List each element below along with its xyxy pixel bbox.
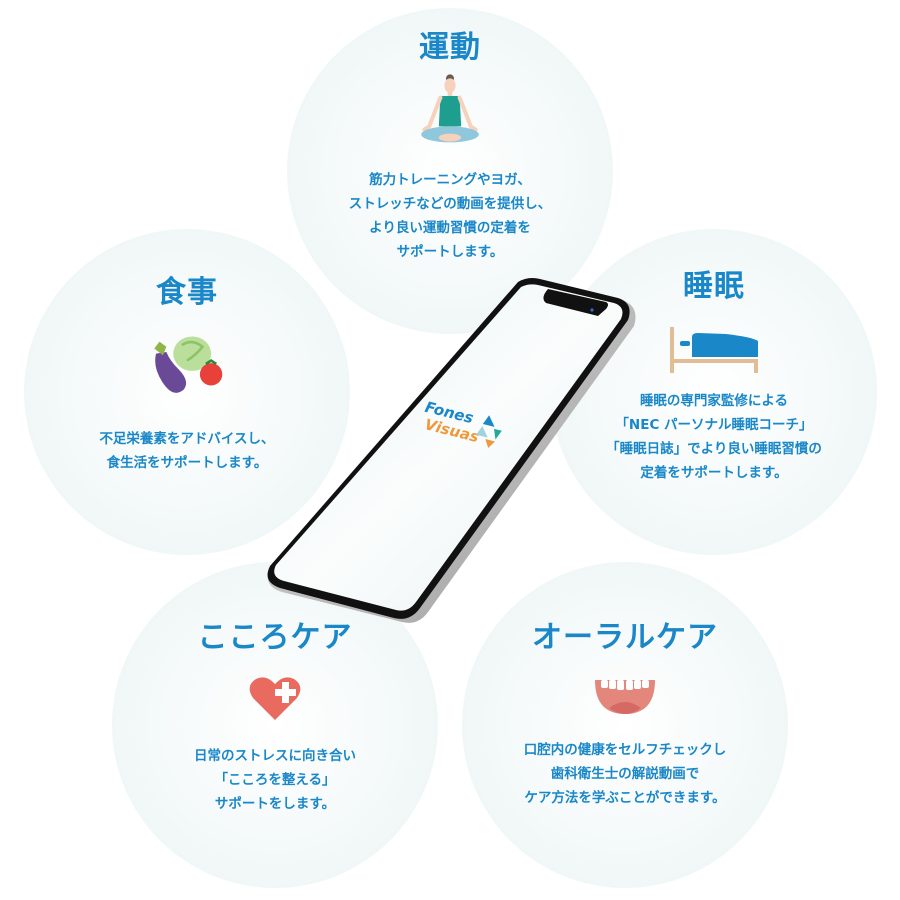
feature-circle-mental-care: こころケア 日常のストレスに向き合い 「こころを整える」 サポートをします。 (112, 562, 438, 888)
feature-circle-oral-care: オーラルケア 口腔内の健康をセルフチェックし 歯科衛生士の解説動画で ケア方法を… (462, 562, 788, 888)
feature-description: 不足栄養素をアドバイスし、 食生活をサポートします。 (99, 431, 275, 471)
feature-title: 食事 (156, 275, 218, 310)
bed-icon (670, 327, 758, 373)
feature-circle-exercise: 運動 筋力トレーニングやヨガ、 ストレッチなどの動画を提供し、 より良い運動習慣… (287, 8, 613, 334)
feature-description: 筋力トレーニングやヨガ、 ストレッチなどの動画を提供し、 より良い運動習慣の定着… (348, 172, 552, 260)
feature-circle-sleep: 睡眠 睡眠の専門家監修による 「NEC パーソナル睡眠コーチ」 「睡眠日誌」でよ… (551, 229, 877, 555)
heart-plus-icon (249, 677, 301, 720)
feature-description: 日常のストレスに向き合い 「こころを整える」 サポートをします。 (194, 748, 356, 812)
feature-title: 睡眠 (683, 269, 745, 304)
feature-description: 睡眠の専門家監修による 「NEC パーソナル睡眠コーチ」 「睡眠日誌」でより良い… (606, 393, 822, 481)
feature-title: 運動 (419, 30, 481, 65)
feature-circle-meal: 食事 不足栄養素をアドバイスし、 食生活をサポートします。 (24, 229, 350, 555)
yoga-meditation-icon (421, 74, 479, 143)
feature-title: こころケア (197, 620, 353, 655)
feature-title: オーラルケア (532, 620, 718, 655)
feature-description: 口腔内の健康をセルフチェックし 歯科衛生士の解説動画で ケア方法を学ぶことができ… (523, 742, 727, 806)
mouth-teeth-icon (595, 680, 655, 714)
vegetables-icon (154, 336, 223, 393)
phone-screen (274, 284, 623, 611)
